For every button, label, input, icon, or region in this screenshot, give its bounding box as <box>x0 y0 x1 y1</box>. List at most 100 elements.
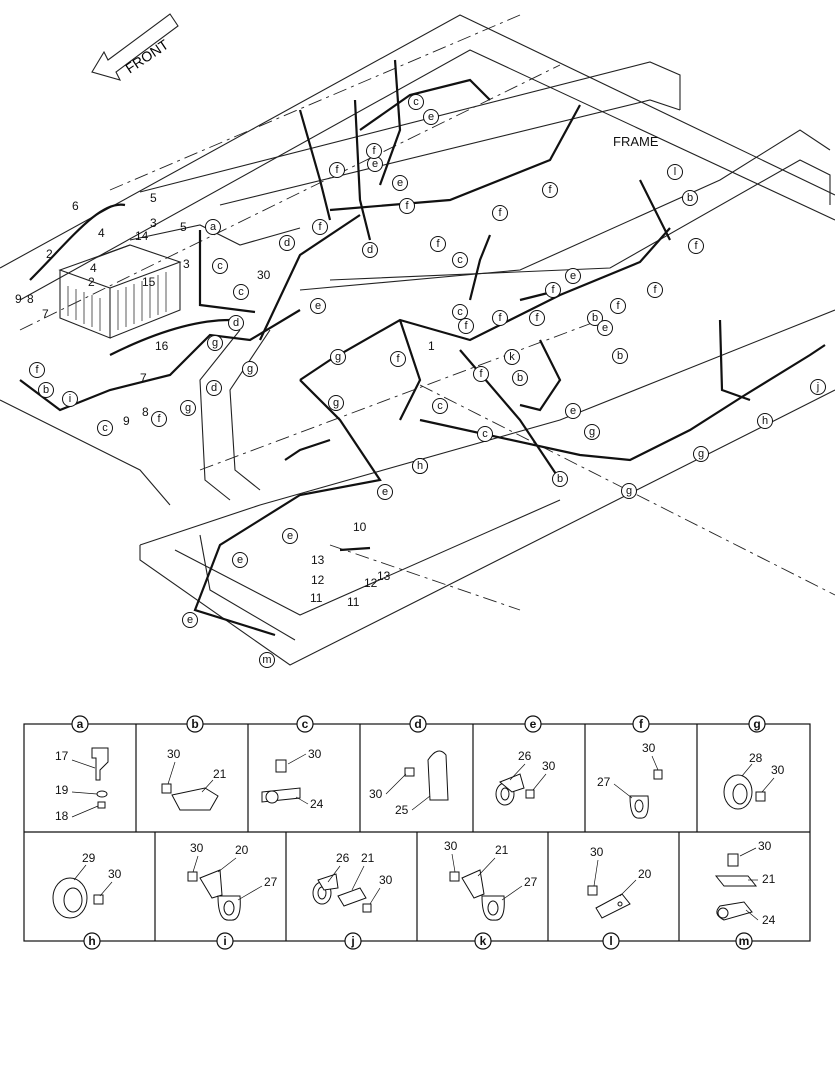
clamp-callout-j: j <box>810 379 826 395</box>
callout-circle <box>390 351 406 367</box>
callout-letter: c <box>102 422 108 434</box>
callout-circle <box>477 426 493 442</box>
callout-letter: i <box>69 393 71 405</box>
part-number: 9 <box>123 414 130 428</box>
part-number: 14 <box>135 229 149 243</box>
clamp-callout-d: d <box>228 315 244 331</box>
part-number: 20 <box>638 867 652 881</box>
part-number: 8 <box>27 292 34 306</box>
legend-cell-d: d 30 25 <box>369 715 449 817</box>
callout-letter: e <box>382 486 388 498</box>
callout-letter: b <box>617 350 623 362</box>
clamp-callout-f: f <box>529 310 545 326</box>
callout-letter: k <box>509 351 515 363</box>
part-number: 27 <box>524 875 538 889</box>
callout-circle <box>693 446 709 462</box>
part-number: 6 <box>72 199 79 213</box>
legend-cell-c: c 30 24 <box>261 715 324 811</box>
callout-circle <box>504 349 520 365</box>
callout-letter: b <box>557 473 563 485</box>
clamp-callout-e: e <box>182 612 198 628</box>
callout-circle <box>29 362 45 378</box>
callout-circle <box>473 366 489 382</box>
callout-circle <box>565 403 581 419</box>
callout-circle <box>667 164 683 180</box>
clamp-callout-f: f <box>329 162 345 178</box>
legend-cell-g: g 28 30 <box>723 715 785 810</box>
callout-circle <box>621 483 637 499</box>
part-number: 8 <box>142 405 149 419</box>
callout-letter: c <box>413 96 419 108</box>
part-number: 3 <box>150 216 157 230</box>
callout-letter: f <box>396 353 400 365</box>
part-number: 30 <box>444 839 458 853</box>
clamp-callout-f: f <box>366 143 382 159</box>
callout-circle <box>458 318 474 334</box>
callout-letter: g <box>185 402 191 414</box>
part-number: 30 <box>758 839 772 853</box>
clamp-callout-f: f <box>688 238 704 254</box>
callout-circle <box>362 242 378 258</box>
part-number: 1 <box>428 339 435 353</box>
callout-circle <box>512 370 528 386</box>
callout-circle <box>180 400 196 416</box>
callout-circle <box>492 310 508 326</box>
legend-cell-f: f 30 27 <box>597 715 663 819</box>
callout-circle <box>207 335 223 351</box>
callout-letter: f <box>157 413 161 425</box>
clamp-callout-b: b <box>682 190 698 206</box>
clamp-callout-b: b <box>612 348 628 364</box>
part-number: 2 <box>46 247 53 261</box>
part-number: 5 <box>150 191 157 205</box>
part-number: 24 <box>762 913 776 927</box>
callout-letter: d <box>367 244 373 256</box>
callout-letter: f <box>694 240 698 252</box>
clamp-callout-b: b <box>552 471 568 487</box>
callout-circle <box>432 398 448 414</box>
clamp-callout-e: e <box>565 268 581 284</box>
part-number: 21 <box>361 851 375 865</box>
part-number: 13 <box>377 569 391 583</box>
part-number: 30 <box>590 845 604 859</box>
clamp-callout-f: f <box>492 205 508 221</box>
callout-letter: l <box>674 166 676 178</box>
callout-letter: e <box>315 300 321 312</box>
callout-circle <box>329 162 345 178</box>
callout-letter: e <box>570 270 576 282</box>
callout-letter: j <box>816 381 819 393</box>
callout-circle <box>545 282 561 298</box>
legend-cell-e: e 26 30 <box>495 715 556 806</box>
callout-letter: f <box>498 207 502 219</box>
part-number: 30 <box>369 787 383 801</box>
legend-cell-i: i 30 20 27 <box>187 841 278 950</box>
clamp-legend-table: a 17 19 18 b 30 21 c 30 24 d <box>23 715 811 950</box>
callout-circle <box>810 379 826 395</box>
callout-circle <box>408 94 424 110</box>
legend-ref-g: g <box>753 717 760 731</box>
callout-letter: h <box>762 415 768 427</box>
callout-letter: e <box>187 614 193 626</box>
clamp-callout-f: f <box>430 236 446 252</box>
callout-letter: e <box>372 158 378 170</box>
callout-circle <box>542 182 558 198</box>
legend-ref-b: b <box>191 717 198 731</box>
clamp-callout-b: b <box>587 310 603 326</box>
callout-circle <box>757 413 773 429</box>
clamp-callout-f: f <box>647 282 663 298</box>
clamp-callout-c: c <box>408 94 424 110</box>
clamp-callout-f: f <box>458 318 474 334</box>
clamp-callout-f: f <box>473 366 489 382</box>
callout-circle <box>452 304 468 320</box>
callout-letter: c <box>482 428 488 440</box>
callout-circle <box>212 258 228 274</box>
part-number: 21 <box>495 843 509 857</box>
callout-circle <box>584 424 600 440</box>
legend-ref-m: m <box>739 934 750 948</box>
clamp-callout-e: e <box>377 484 393 500</box>
callout-circle <box>228 315 244 331</box>
part-number: 21 <box>762 872 776 886</box>
legend-ref-h: h <box>88 934 95 948</box>
clamp-callout-g: g <box>330 349 346 365</box>
part-number: 21 <box>213 767 227 781</box>
part-number: 27 <box>597 775 611 789</box>
